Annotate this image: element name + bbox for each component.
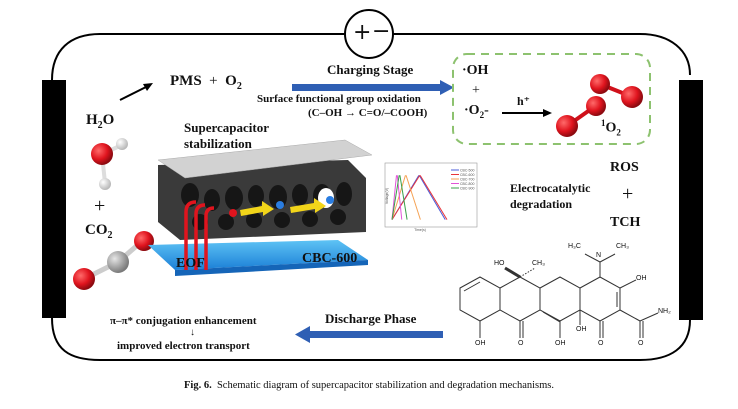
charging-arrow: [292, 84, 442, 91]
h2o-o: O: [102, 112, 115, 128]
tch-atom-oh-2: OH: [555, 340, 566, 347]
superoxide-subscript: 2: [479, 109, 485, 120]
graphene-sheet: [157, 139, 373, 179]
superoxide-o: ·O: [464, 103, 480, 118]
y-axis-label: Voltage(V): [385, 188, 389, 204]
supercapacitor-title-line2: stabilization: [184, 136, 252, 151]
ros-plus: +: [472, 83, 480, 98]
tch-atom-ho: HO: [494, 260, 505, 267]
water-molecule: [91, 138, 128, 190]
right-electrode: [679, 80, 703, 320]
ros-label: ROS: [610, 160, 639, 175]
o2-subscript: 2: [236, 81, 242, 92]
yellow-arrow-1: [240, 201, 274, 216]
caption-text: Schematic diagram of supercapacitor stab…: [216, 380, 554, 391]
arrowhead: [543, 109, 552, 117]
co2-molecule: [73, 231, 154, 290]
charging-desc-line2: (C–OH → C=O/–COOH): [308, 107, 428, 119]
co2-text: CO: [85, 222, 108, 238]
top-wire: [51, 33, 691, 81]
supercapacitor-title-line1: Supercapacitor: [184, 120, 269, 135]
tch-atom-oh-3: OH: [576, 326, 587, 333]
figure-caption: Fig. 6. Schematic diagram of supercapaci…: [0, 380, 738, 391]
series-line-cbc-900: [391, 175, 408, 220]
superoxide-charge: -: [484, 103, 489, 118]
charging-desc-line1: Surface functional group oxidation: [257, 93, 421, 105]
tch-atom-n: N: [596, 252, 602, 259]
tch-atom-ch3-top: CH₃: [616, 243, 629, 250]
supercapacitor-illustration: [148, 139, 373, 276]
ros-superoxide: ·O2-: [464, 103, 489, 120]
charging-stage-title: Charging Stage: [327, 62, 414, 77]
o2-text: O: [225, 73, 237, 89]
blue-substrate: [148, 240, 368, 270]
h-plus-label: h⁺: [517, 94, 531, 108]
discharge-phase-title: Discharge Phase: [325, 311, 417, 326]
eof-arrows: [184, 200, 215, 270]
cbc-600-label: CBC-600: [302, 251, 358, 266]
x-axis-label: Time(s): [414, 228, 426, 232]
discharge-arrowhead: [295, 326, 310, 343]
electrocatalytic-line2: degradation: [510, 197, 573, 211]
bottom-wire: [51, 317, 691, 361]
ros-box: [452, 53, 651, 145]
singlet-superscript: 1: [601, 118, 606, 128]
tch-atom-oh-1: OH: [475, 340, 486, 347]
co2-subscript: 2: [107, 230, 113, 241]
reactant-plus: +: [94, 195, 106, 217]
legend-label: CBC-500: [460, 169, 474, 173]
h2o-subscript: 2: [97, 120, 103, 131]
legend-label: CBC-700: [460, 178, 474, 182]
singlet-subscript: 2: [616, 127, 621, 138]
series-line-cbc-600: [391, 175, 448, 220]
tch-atom-o-2: O: [598, 340, 604, 347]
tch-atom-ch3-mid: CH₃: [532, 260, 545, 267]
tch-atom-o-1: O: [518, 340, 524, 347]
electrocatalytic-line1: Electrocatalytic: [510, 181, 591, 195]
tch-label: TCH: [610, 215, 641, 230]
power-source: [344, 9, 394, 59]
h2o-to-pms-arrow: [119, 85, 149, 101]
co2-label: CO2: [85, 222, 113, 241]
power-source-minus: −: [372, 19, 391, 44]
tch-atom-oh-right: OH: [636, 275, 647, 282]
gcd-chart: CBC-500CBC-600CBC-700CBC-800CBC-900Time(…: [384, 162, 478, 232]
singlet-oxygen-molecules: [556, 74, 643, 137]
legend-label: CBC-900: [460, 187, 474, 191]
charging-arrowhead: [440, 80, 454, 95]
series-line-cbc-800: [391, 175, 403, 220]
discharge-desc-line2: improved electron transport: [117, 340, 250, 352]
power-source-plus: +: [353, 20, 372, 45]
caption-label: Fig. 6.: [183, 380, 212, 391]
yellow-arrow-2: [290, 198, 326, 213]
pms-label: PMS + O2: [170, 73, 242, 92]
eof-label: EOF: [176, 256, 205, 271]
discharge-desc-line1: π–π* conjugation enhancement: [110, 315, 257, 327]
pms-plus: +: [209, 73, 218, 89]
ros-oh: ·OH: [462, 63, 489, 78]
degradation-plus: +: [622, 183, 634, 205]
pms-text: PMS: [170, 73, 202, 89]
h2o-h: H: [86, 112, 98, 128]
h2o-label: H2O: [86, 112, 114, 131]
legend-label: CBC-600: [460, 173, 474, 177]
series-line-cbc-700: [391, 175, 421, 220]
tch-atom-nh2: NH₂: [658, 308, 671, 315]
singlet-oxygen-label: 1O2: [601, 118, 621, 137]
discharge-desc-arrow: ↓: [190, 327, 195, 338]
tch-atom-h3c: H₃C: [568, 243, 581, 250]
discharge-arrow: [308, 331, 443, 338]
singlet-o: O: [605, 120, 617, 136]
left-electrode: [42, 80, 66, 318]
arrowhead: [143, 83, 153, 91]
tch-molecule: [459, 253, 659, 338]
legend-label: CBC-800: [460, 182, 474, 186]
tch-atom-o-3: O: [638, 340, 644, 347]
